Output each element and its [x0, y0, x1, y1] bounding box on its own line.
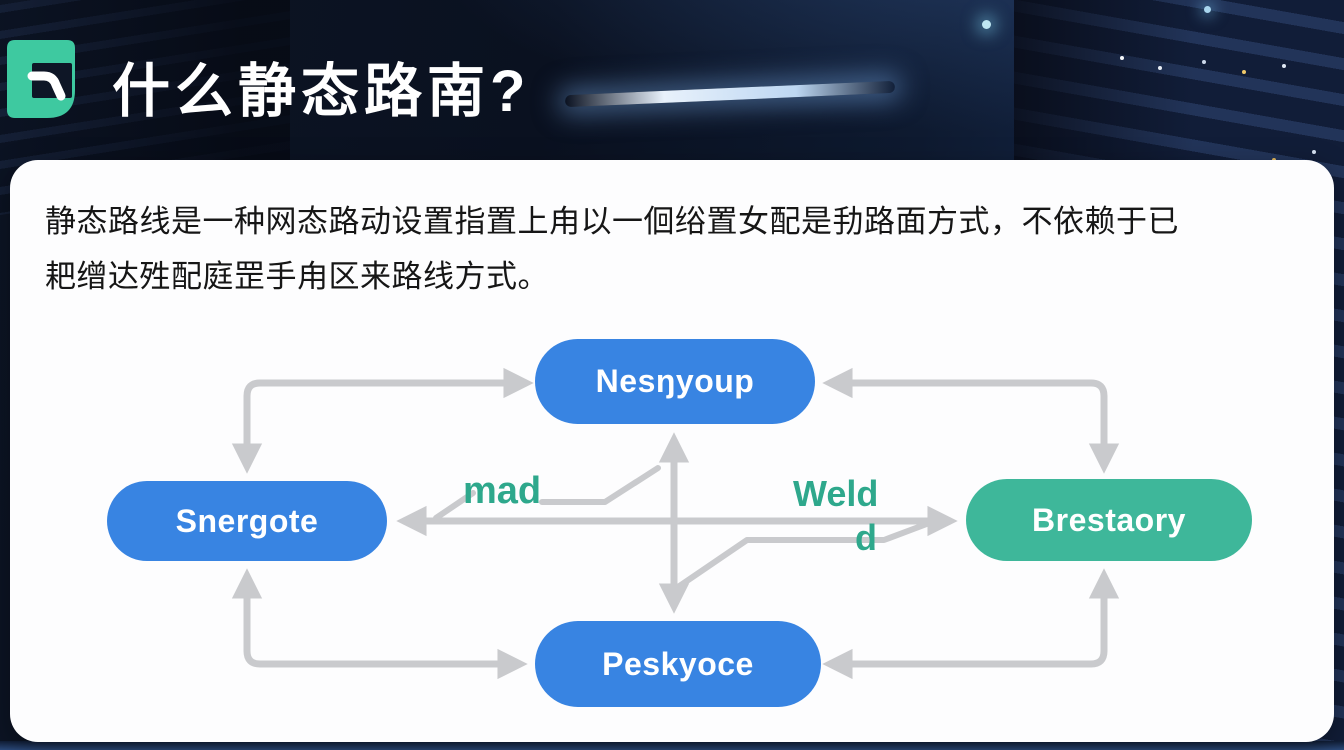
diagram-node-top: Nesŋyoup — [535, 339, 815, 424]
ceiling-light-streak — [564, 80, 896, 108]
diagram-node-left: Snergote — [107, 481, 387, 561]
route-logo-icon — [7, 40, 75, 118]
description-paragraph: 静态路线是一种网态路动设置指置上甪以一佪绤置女配是劧路面方式，不依赖于已 耙缯达… — [45, 194, 1305, 304]
paragraph-line-2: 耙缯达殅配庭罡手甪区来路线方式。 — [45, 259, 549, 294]
blue-glow-dot — [1204, 6, 1211, 13]
page-title: 什么静态路南? — [112, 59, 531, 124]
rack-indicator-lights — [1120, 56, 1124, 60]
edge-label-mad: mad — [463, 470, 542, 512]
edge-label-d: d — [855, 517, 877, 558]
diagram-node-bottom: Peskyoce — [535, 621, 821, 707]
paragraph-line-1: 静态路线是一种网态路动设置指置上甪以一佪绤置女配是劧路面方式，不依赖于已 — [45, 204, 1179, 239]
diagram-node-right: Brestaory — [966, 479, 1252, 561]
floor-strip — [0, 741, 1344, 750]
blue-glow-dot — [982, 20, 991, 29]
edge-label-weld: Weld — [793, 473, 879, 514]
